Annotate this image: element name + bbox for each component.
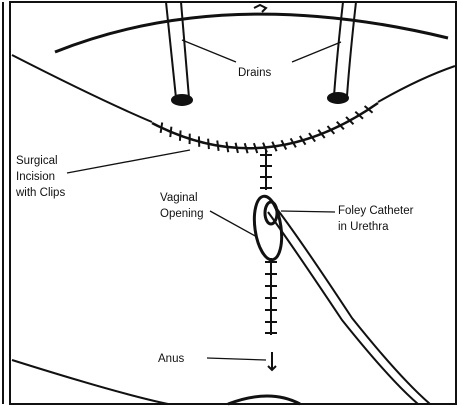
foley-catheter-label-line-2: in Urethra	[338, 221, 389, 233]
surgical-incision-label-line-3: with Clips	[15, 187, 65, 199]
incision-leader	[67, 150, 190, 173]
vaginal-opening-label-line-2: Opening	[160, 208, 203, 220]
drains-leader-right	[292, 42, 341, 62]
vaginal-opening-label: Vaginal Opening	[160, 192, 203, 220]
incision-clip	[170, 127, 171, 137]
incision-clip	[236, 143, 238, 153]
incision-clip	[226, 142, 228, 152]
incision-clip	[161, 123, 163, 133]
vaginal-opening-leader	[210, 211, 257, 237]
anus-mark	[268, 352, 276, 370]
surgical-incision-label: Surgical Incision with Clips	[15, 155, 65, 199]
right-thigh-contour	[378, 66, 455, 102]
foley-leader	[281, 211, 335, 212]
frame-border	[10, 2, 456, 404]
incision-clip	[217, 140, 218, 150]
buttock-contour	[228, 396, 300, 404]
upper-body-contour	[55, 14, 448, 52]
surgical-incision-label-line-1: Surgical	[16, 155, 58, 167]
vaginal-opening-label-line-1: Vaginal	[160, 192, 198, 204]
left-thigh-contour	[12, 55, 152, 122]
incision-clip	[180, 130, 181, 140]
anus-label: Anus	[158, 353, 184, 365]
surgical-incision-label-line-2: Incision	[16, 171, 55, 183]
midline-clips	[260, 155, 277, 333]
incision-clip	[245, 143, 248, 153]
foley-catheter-label-line-1: Foley Catheter	[338, 205, 414, 217]
incision-clip	[208, 139, 209, 149]
drains-leader-left	[182, 40, 236, 62]
surgical-incision-line	[152, 103, 378, 148]
top-mark	[254, 5, 266, 12]
drains-label: Drains	[238, 67, 271, 79]
anus-leader	[207, 358, 266, 360]
leader-lines	[67, 40, 341, 360]
foley-catheter-label: Foley Catheter in Urethra	[338, 205, 417, 233]
lower-left-contour	[12, 360, 168, 404]
